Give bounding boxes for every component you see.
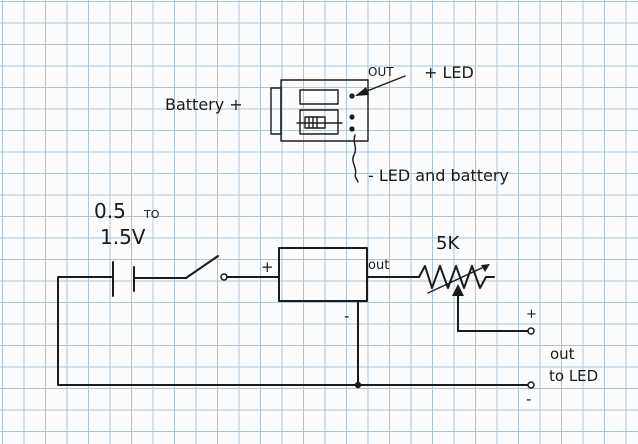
plus-output-label: + [526,307,537,322]
out-to-led-label-line2: to LED [549,367,598,385]
battery-plus-label: Battery + [165,95,243,114]
battery-contact-tab [270,87,282,135]
pot-adjust-arrow [427,265,487,294]
voltage-max-label: 1.5V [100,225,146,249]
out-arrow-head [355,87,369,96]
voltage-to-label: TO [143,208,160,221]
positive-output-terminal [527,327,535,335]
minus-lead-wire [352,134,359,183]
out-top-label: OUT [368,65,394,79]
module-chip-bottom [299,109,339,135]
plus-led-top-label: + LED [424,63,474,82]
module-out-pad [349,93,355,99]
pot-adjust-arrow-head [481,264,490,272]
module-chip-top [299,89,339,105]
negative-output-terminal [527,381,535,389]
junction-dot [354,381,362,389]
out-to-led-label-line1: out [550,345,575,363]
potentiometer-resistor [418,265,487,289]
plus-input-label: + [261,258,274,276]
circuit-wiring [57,247,535,389]
voltage-value-label: 0.5 [94,199,126,223]
pot-value-label: 5K [436,233,460,254]
pot-wiper-arrow [452,284,464,296]
module-illustration [270,75,406,183]
minus-led-battery-label: - LED and battery [368,166,509,185]
boost-module-box [278,247,368,302]
module-ground-pad [349,126,355,132]
module-pad-middle [349,114,355,120]
module-inductor [304,116,326,129]
minus-module-label: - [344,307,349,325]
ground-return-wire [57,276,359,386]
minus-output-label: - [526,390,531,408]
out-module-label: out [368,258,389,273]
switch-lever [185,255,219,279]
